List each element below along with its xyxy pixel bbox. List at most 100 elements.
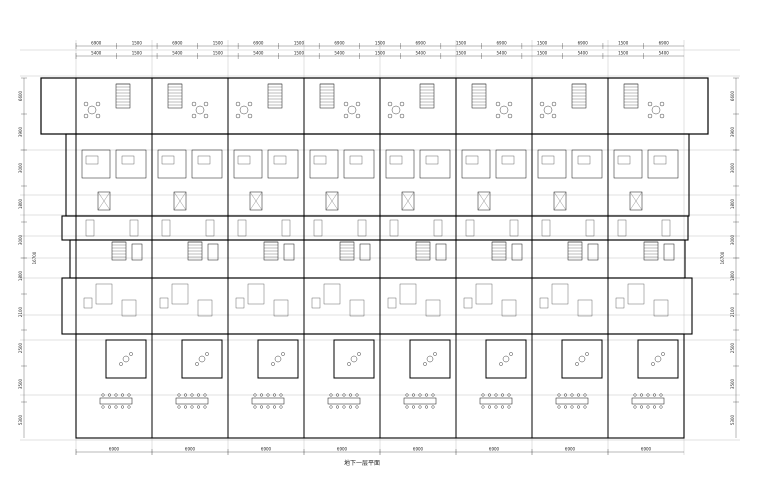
bottom-dim-label: 6900: [109, 447, 120, 452]
chair-icon: [129, 352, 133, 356]
table-icon: [543, 105, 553, 115]
top-dim-label: 6900: [415, 41, 426, 46]
chair-icon: [488, 405, 492, 409]
top-dim-label-inner: 5400: [334, 51, 345, 56]
left-dim-label: 3000: [18, 234, 23, 245]
chair-icon: [633, 393, 637, 397]
top-dim-label-inner: 5400: [659, 51, 670, 56]
chair-icon: [431, 393, 435, 397]
chair-icon: [661, 352, 665, 356]
bottom-dim-label: 6900: [261, 447, 272, 452]
chair-icon: [570, 393, 574, 397]
banquet-table: [631, 397, 665, 405]
chair-icon: [343, 101, 349, 107]
wardrobe-icon: [281, 219, 291, 237]
bed-icon: [425, 155, 439, 165]
chair-icon: [247, 113, 253, 119]
elevator-shaft: [663, 243, 675, 261]
banquet-table: [327, 397, 361, 405]
unit-4: [303, 78, 375, 438]
chair-icon: [95, 113, 101, 119]
chair-icon: [659, 405, 663, 409]
bed-icon: [161, 155, 175, 165]
wardrobe-icon: [129, 219, 139, 237]
chair-icon: [349, 393, 353, 397]
sunken-court: [561, 339, 603, 379]
top-dim-label: 6900: [253, 41, 264, 46]
unit-7: [531, 78, 603, 438]
upper-block-outline: [65, 133, 690, 217]
stair-box: [187, 241, 203, 261]
room: [461, 149, 491, 179]
left-dim-label-total: 16700: [32, 251, 37, 264]
left-dim-label: 1800: [18, 198, 23, 209]
chair-icon: [349, 405, 353, 409]
bed-icon: [197, 155, 211, 165]
chair-icon: [279, 393, 283, 397]
table-icon: [87, 105, 97, 115]
dining-table-icon: [475, 283, 493, 305]
chair-icon: [640, 393, 644, 397]
chair-icon: [203, 113, 209, 119]
chair-icon: [355, 393, 359, 397]
chair-block-icon: [159, 297, 169, 309]
left-dim-label: 2100: [18, 306, 23, 317]
table-icon: [502, 355, 510, 363]
elevator-shaft: [359, 243, 371, 261]
bed-icon: [577, 155, 591, 165]
bed-icon: [541, 155, 555, 165]
elevator-cross: [401, 191, 415, 211]
table-icon: [426, 355, 434, 363]
unit-5: [379, 78, 451, 438]
chair-icon: [336, 393, 340, 397]
top-dim-label: 6900: [172, 41, 183, 46]
chair-icon: [329, 405, 333, 409]
top-dim-label: 6900: [578, 41, 589, 46]
bed-icon: [389, 155, 403, 165]
table-icon: [499, 105, 509, 115]
top-dim-label: 1500: [375, 41, 386, 46]
stair-box: [567, 241, 583, 261]
wardrobe-icon: [389, 219, 399, 237]
chair-icon: [640, 405, 644, 409]
top-dim-label: 6900: [334, 41, 345, 46]
bed-icon: [237, 155, 251, 165]
bed-icon: [313, 155, 327, 165]
banquet-table: [175, 397, 209, 405]
chair-icon: [190, 405, 194, 409]
left-dimensions: 6600390030001800300018002100250035005300…: [18, 77, 37, 438]
chair-icon: [357, 352, 361, 356]
table-icon: [198, 355, 206, 363]
sunken-court: [257, 339, 299, 379]
chair-icon: [120, 393, 124, 397]
elevator-shaft: [401, 191, 415, 211]
chair-icon: [114, 405, 118, 409]
table-icon: [654, 355, 662, 363]
chair-icon: [203, 393, 207, 397]
room: [385, 149, 415, 179]
chair-icon: [433, 352, 437, 356]
stair-box: [419, 83, 435, 109]
elevator-shaft: [249, 191, 263, 211]
chair-icon: [570, 405, 574, 409]
chair-icon: [431, 405, 435, 409]
chair-icon: [260, 405, 264, 409]
sofa-icon: [577, 299, 593, 317]
sofa-icon: [653, 299, 669, 317]
chair-icon: [83, 113, 89, 119]
chair-icon: [405, 393, 409, 397]
elevator-cross: [325, 191, 339, 211]
chair-icon: [253, 393, 257, 397]
chair-icon: [501, 405, 505, 409]
unit-1: [75, 78, 147, 438]
chair-icon: [203, 405, 207, 409]
chair-icon: [260, 393, 264, 397]
top-dim-label: 1500: [132, 41, 143, 46]
bed-icon: [121, 155, 135, 165]
elevator-shaft: [587, 243, 599, 261]
wardrobe-icon: [541, 219, 551, 237]
chair-icon: [235, 113, 241, 119]
chair-block-icon: [83, 297, 93, 309]
chair-icon: [651, 362, 655, 366]
chair-icon: [539, 101, 545, 107]
